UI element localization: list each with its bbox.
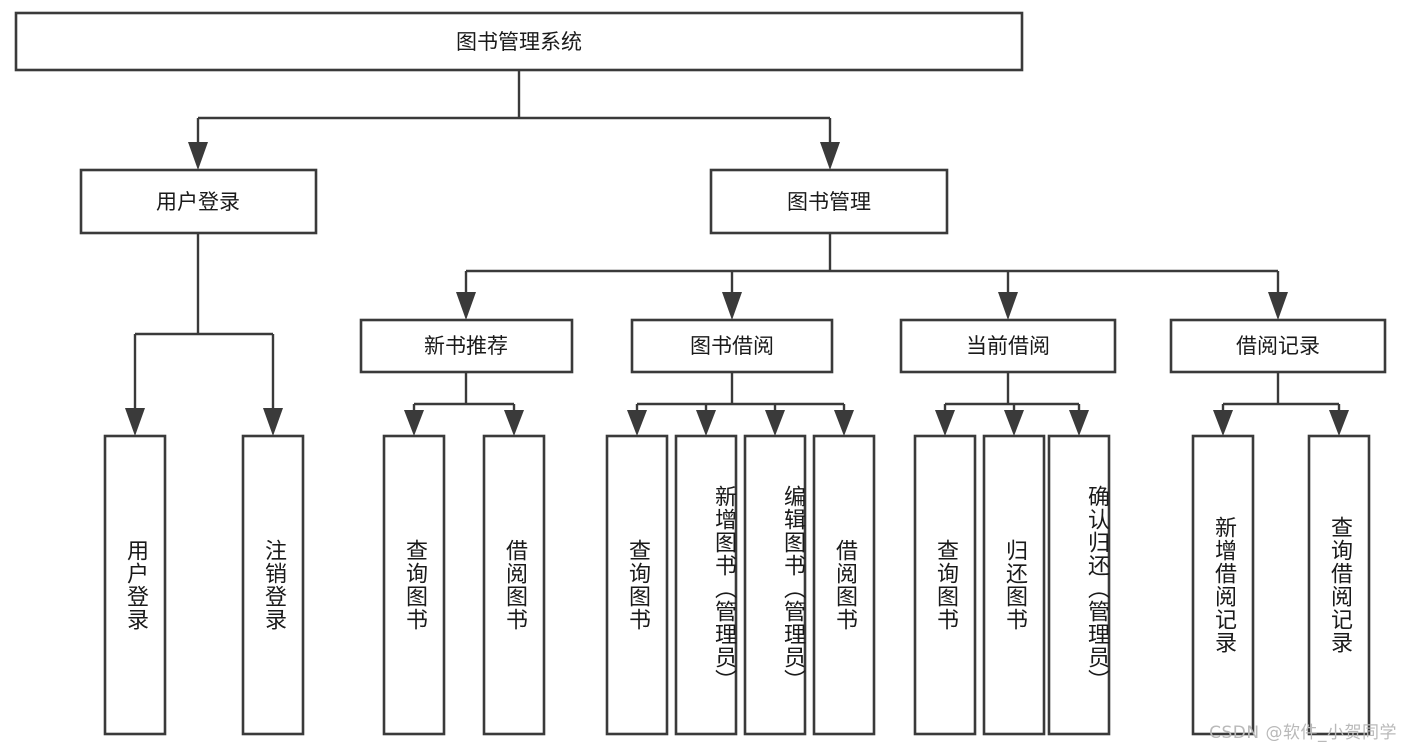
connector-root-to-level2: [188, 70, 840, 170]
connector-books-to-level3: [456, 233, 1288, 320]
arrow-head-newbook-leaf-2: [504, 410, 524, 436]
leaf-login-0-box[interactable]: [103, 434, 167, 736]
arrow-head-l3-2: [722, 292, 742, 320]
arrow-head-current-leaf-2: [1004, 410, 1024, 436]
node-l3-2-box[interactable]: [899, 318, 1117, 374]
leaf-borrow-3-box[interactable]: [812, 434, 876, 736]
node-l3-1-label: 图书借阅: [690, 334, 774, 358]
arrow-head-current-leaf-1: [935, 410, 955, 436]
arrow-head-login-leaf-1: [125, 408, 145, 436]
arrow-head-books: [820, 142, 840, 170]
connector-record-to-leaves: [1213, 372, 1349, 436]
leaf-current-0-box[interactable]: [913, 434, 977, 736]
node-root-label: 图书管理系统: [456, 30, 582, 54]
arrow-head-borrow-leaf-2: [696, 410, 716, 436]
arrow-head-record-leaf-1: [1213, 410, 1233, 436]
leaf-current-1-box[interactable]: [982, 434, 1046, 736]
arrow-head-l3-3: [998, 292, 1018, 320]
node-l3-2-label: 当前借阅: [966, 334, 1050, 358]
leaf-current-2-box[interactable]: [1047, 434, 1111, 736]
arrow-head-borrow-leaf-3: [765, 410, 785, 436]
connector-login-to-leaves: [125, 233, 283, 436]
connector-borrow-to-leaves: [627, 372, 854, 436]
node-l2-0-label: 用户登录: [156, 190, 240, 214]
arrow-head-newbook-leaf-1: [404, 410, 424, 436]
arrow-head-record-leaf-2: [1329, 410, 1349, 436]
node-l2-1-label: 图书管理: [787, 190, 871, 214]
leaf-borrow-0-box[interactable]: [605, 434, 669, 736]
arrow-head-borrow-leaf-1: [627, 410, 647, 436]
node-l3-1-box[interactable]: [630, 318, 834, 374]
leaf-borrow-1-box[interactable]: [674, 434, 738, 736]
node-l2-1-box[interactable]: [709, 168, 949, 235]
arrow-head-login: [188, 142, 208, 170]
node-l3-0-box[interactable]: [359, 318, 574, 374]
arrow-head-l3-1: [456, 292, 476, 320]
leaf-login-1-box[interactable]: [241, 434, 305, 736]
arrow-head-l3-4: [1268, 292, 1288, 320]
node-root-box[interactable]: [14, 11, 1024, 72]
arrow-head-borrow-leaf-4: [834, 410, 854, 436]
arrow-head-current-leaf-3: [1069, 410, 1089, 436]
node-l3-3-label: 借阅记录: [1236, 334, 1320, 358]
connector-current-to-leaves: [935, 372, 1089, 436]
arrow-head-login-leaf-2: [263, 408, 283, 436]
node-l2-0-box[interactable]: [79, 168, 318, 235]
leaf-record-0-box[interactable]: [1191, 434, 1255, 736]
leaf-record-1-box[interactable]: [1307, 434, 1371, 736]
connector-newbook-to-leaves: [404, 372, 524, 436]
node-l3-0-label: 新书推荐: [424, 334, 508, 358]
leaf-newbook-0-box[interactable]: [382, 434, 446, 736]
leaf-borrow-2-box[interactable]: [743, 434, 807, 736]
leaf-newbook-1-box[interactable]: [482, 434, 546, 736]
node-l3-3-box[interactable]: [1169, 318, 1387, 374]
csdn-watermark: CSDN @软件_小贺同学: [1209, 723, 1397, 743]
